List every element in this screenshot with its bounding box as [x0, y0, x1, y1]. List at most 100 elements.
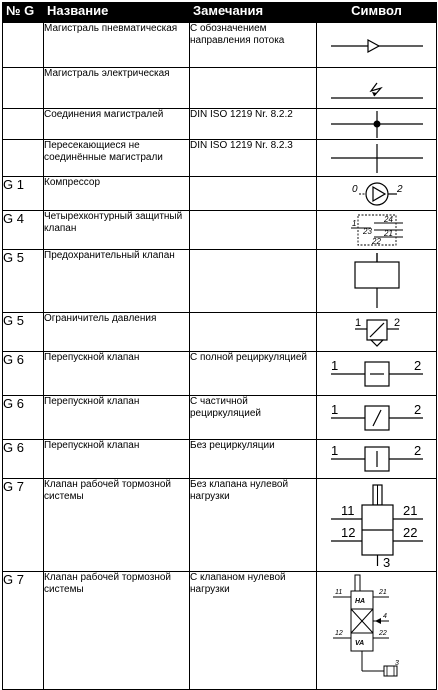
row-g: G 5: [2, 249, 44, 313]
row-name: Компрессор: [43, 176, 190, 211]
table-row: Пересекающиеся не соединённые магистрали…: [2, 139, 437, 177]
row-name: Магистраль пневматическая: [43, 22, 190, 68]
row-name: Клапан рабочей тормозной системы: [43, 478, 190, 572]
electric-line-icon: [331, 82, 423, 99]
port-label: 1: [352, 219, 356, 228]
row-symbol: [316, 108, 437, 140]
row-symbol: 1 2: [316, 395, 437, 440]
header-remarks: Замечания: [189, 2, 317, 23]
port-label: 1: [355, 317, 361, 329]
row-name: Магистраль электрическая: [43, 67, 190, 109]
port-label: 3: [395, 660, 399, 667]
port-label: 22: [378, 630, 387, 637]
port-label: 2: [396, 184, 403, 195]
row-name: Соединения магистралей: [43, 108, 190, 140]
row-remarks: [189, 210, 317, 250]
safety-valve-icon: [354, 253, 400, 308]
bypass-valve-full-icon: 1 2: [331, 358, 423, 387]
row-remarks: [189, 176, 317, 211]
header-g: № G: [2, 2, 44, 23]
row-remarks: [189, 249, 317, 313]
table-row: Соединения магистралей DIN ISO 1219 Nr. …: [2, 108, 437, 140]
row-symbol: [316, 139, 437, 177]
header-symbol: Символ: [316, 2, 437, 23]
row-symbol: [316, 22, 437, 68]
line-junction-icon: [331, 111, 423, 138]
table-header-row: № G Название Замечания Символ: [2, 2, 437, 23]
table-row: G 4 Четырехконтурный защитный клапан 1 2…: [2, 210, 437, 250]
four-circuit-valve-icon: 1 23 24 21 22: [351, 214, 403, 246]
port-label: 12: [335, 630, 343, 637]
row-remarks: DIN ISO 1219 Nr. 8.2.2: [189, 108, 317, 140]
row-g: [2, 139, 44, 177]
port-label: 2: [414, 402, 421, 417]
port-label: 1: [331, 402, 338, 417]
pressure-limiter-icon: 1 2: [355, 317, 400, 347]
row-g: G 6: [2, 395, 44, 440]
row-symbol: 1 2: [316, 351, 437, 396]
port-label: 11: [341, 503, 355, 518]
row-remarks: Без рециркуляции: [189, 439, 317, 479]
port-label: 2: [414, 358, 421, 373]
pneumatic-line-icon: [331, 38, 423, 54]
row-name: Перепускной клапан: [43, 395, 190, 440]
row-g: [2, 22, 44, 68]
port-label: 1: [331, 443, 338, 458]
row-name: Перепускной клапан: [43, 439, 190, 479]
table-row: G 6 Перепускной клапан Без рециркуляции …: [2, 439, 437, 479]
row-symbol: [316, 67, 437, 109]
table-row: Магистраль электрическая: [2, 67, 437, 109]
port-label: 3: [383, 555, 390, 570]
row-name: Ограничитель давления: [43, 312, 190, 352]
bypass-valve-partial-icon: 1 2: [331, 402, 423, 431]
row-symbol: [316, 249, 437, 313]
port-label: 12: [341, 525, 355, 540]
table-row: G 7 Клапан рабочей тормозной системы Без…: [2, 478, 437, 572]
row-remarks: С полной рециркуляцией: [189, 351, 317, 396]
chamber-label: HA: [355, 598, 365, 605]
table-row: G 1 Компрессор 0 2: [2, 176, 437, 211]
row-name: Четырехконтурный защитный клапан: [43, 210, 190, 250]
row-remarks: С частичной рециркуляцией: [189, 395, 317, 440]
row-g: G 6: [2, 351, 44, 396]
row-symbol: 1 23 24 21 22: [316, 210, 437, 250]
row-g: G 7: [2, 571, 44, 690]
row-g: [2, 108, 44, 140]
port-label: 11: [335, 589, 342, 596]
port-label: 22: [403, 525, 417, 540]
table-row: G 6 Перепускной клапан С частичной рецир…: [2, 395, 437, 440]
header-name: Название: [43, 2, 190, 23]
line-crossing-icon: [331, 144, 423, 173]
chamber-label: VA: [355, 640, 364, 647]
row-symbol: 11 21 12 22 3: [316, 478, 437, 572]
row-g: G 7: [2, 478, 44, 572]
row-symbol: 1 2: [316, 439, 437, 479]
row-remarks: С обозначением направления потока: [189, 22, 317, 68]
row-g: G 6: [2, 439, 44, 479]
port-label: 0: [352, 184, 358, 195]
table-row: G 5 Ограничитель давления 1 2: [2, 312, 437, 352]
row-name: Предохранительный клапан: [43, 249, 190, 313]
port-label: 1: [331, 358, 338, 373]
row-symbol: 0 2: [316, 176, 437, 211]
row-remarks: [189, 312, 317, 352]
port-label: 2: [414, 443, 421, 458]
port-label: 21: [383, 229, 393, 238]
table-row: G 7 Клапан рабочей тормозной системы С к…: [2, 571, 437, 690]
brake-valve-icon: 11 21 12 22 3: [331, 484, 423, 570]
row-name: Пересекающиеся не соединённые магистрали: [43, 139, 190, 177]
port-label: 4: [383, 613, 387, 620]
row-g: [2, 67, 44, 109]
port-label: 22: [371, 237, 381, 246]
row-g: G 4: [2, 210, 44, 250]
port-label: 2: [394, 317, 400, 329]
port-label: 21: [403, 503, 417, 518]
table-row: G 6 Перепускной клапан С полной рециркул…: [2, 351, 437, 396]
row-remarks: DIN ISO 1219 Nr. 8.2.3: [189, 139, 317, 177]
row-symbol: 1 2: [316, 312, 437, 352]
row-symbol: HA VA 11 21 4 12 22: [316, 571, 437, 690]
row-g: G 5: [2, 312, 44, 352]
row-remarks: С клапаном нулевой нагрузки: [189, 571, 317, 690]
